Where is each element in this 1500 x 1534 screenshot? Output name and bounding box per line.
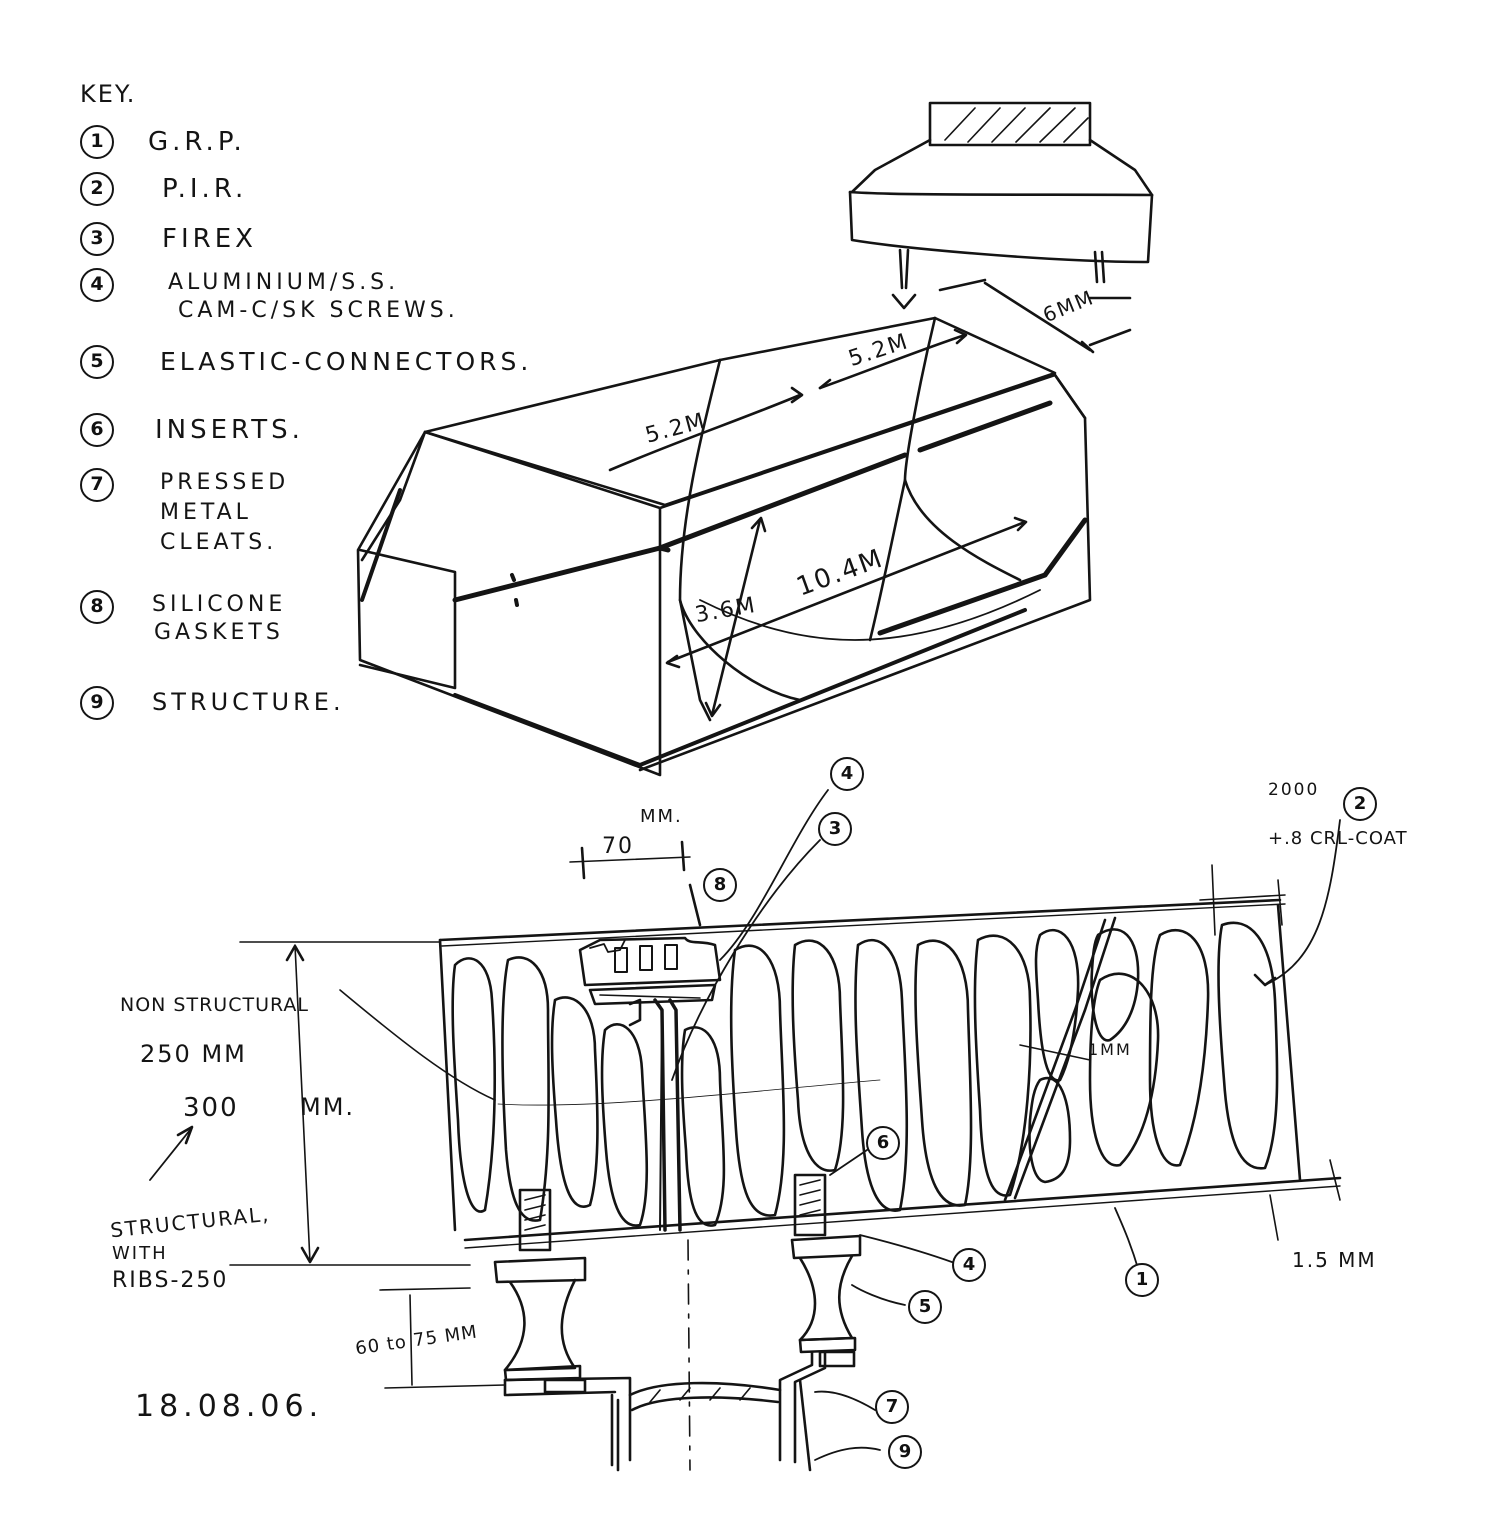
key-number: 1 — [80, 125, 114, 159]
callout-9: 9 — [888, 1435, 922, 1469]
callout-6: 6 — [866, 1126, 900, 1160]
label-non-structural: NON STRUCTURAL — [120, 994, 309, 1016]
callout-4-bottom: 4 — [952, 1248, 986, 1282]
key-text-2: METAL — [160, 500, 252, 525]
label-non-structural-depth: 250 MM — [140, 1040, 247, 1068]
callout-5: 5 — [908, 1290, 942, 1324]
sketch-date: 18.08.06. — [135, 1389, 324, 1424]
key-text: P.I.R. — [162, 174, 248, 204]
key-text: STRUCTURE. — [152, 688, 345, 716]
key-text: G.R.P. — [148, 127, 246, 157]
key-number: 8 — [80, 590, 114, 624]
key-text-2: CAM-C/SK SCREWS. — [178, 298, 459, 323]
key-number: 2 — [80, 172, 114, 206]
key-number: 9 — [80, 686, 114, 720]
key-text: FIREX — [162, 224, 257, 254]
label-structural-ribs: RIBS-250 — [112, 1268, 229, 1293]
key-number: 6 — [80, 413, 114, 447]
isometric-module — [356, 278, 1132, 777]
panel-section — [149, 789, 1342, 1472]
label-grp-thickness: 1.5 MM — [1292, 1248, 1377, 1272]
callout-2: 2 — [1343, 787, 1377, 821]
label-skin-note-1: 2000 — [1268, 780, 1320, 800]
key-text: INSERTS. — [155, 415, 304, 445]
label-overall-unit: MM. — [300, 1093, 356, 1121]
key-number: 3 — [80, 222, 114, 256]
key-title: KEY. — [80, 80, 137, 108]
key-number: 4 — [80, 268, 114, 302]
key-text: PRESSED — [160, 470, 290, 495]
label-rib-dim: 1MM — [1088, 1040, 1132, 1059]
key-text: ELASTIC-CONNECTORS. — [160, 347, 533, 376]
dim-joint-width: 70 — [602, 834, 634, 859]
callout-3: 3 — [818, 812, 852, 846]
key-text-3: CLEATS. — [160, 530, 278, 555]
key-text-2: GASKETS — [154, 620, 284, 645]
key-number: 7 — [80, 468, 114, 502]
label-overall-depth: 300 — [183, 1093, 239, 1123]
callout-8: 8 — [703, 868, 737, 902]
dim-joint-unit: MM. — [640, 806, 683, 827]
label-skin-note-2: +.8 CRL-COAT — [1268, 828, 1408, 849]
lifting-frame-sketch — [848, 101, 1154, 310]
key-text: ALUMINIUM/S.S. — [168, 270, 400, 295]
label-structural-with: WITH — [112, 1243, 168, 1264]
key-number: 5 — [80, 345, 114, 379]
callout-7: 7 — [875, 1390, 909, 1424]
callout-4-top: 4 — [830, 757, 864, 791]
callout-1: 1 — [1125, 1263, 1159, 1297]
key-text: SILICONE — [152, 592, 287, 617]
